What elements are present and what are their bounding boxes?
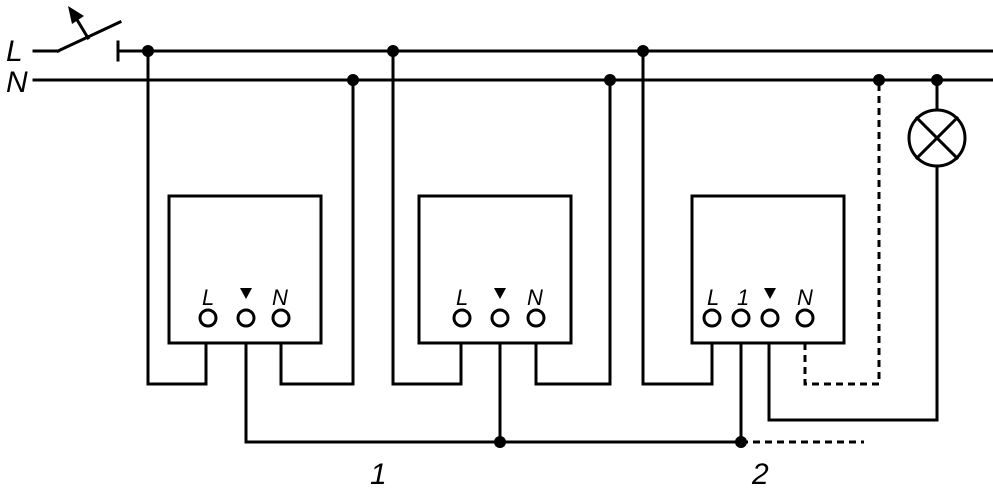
unit-3-terminal-1 [731,308,751,328]
unit-2-terminal-control [490,308,510,328]
unit-3-label-1: 1 [737,285,749,310]
unit-3-label-n: N [797,285,813,310]
junction-dot-2 [735,436,747,448]
unit-2-arrow-icon [494,288,506,299]
unit-1-terminal-n [271,308,291,328]
unit-2-terminal-n [526,308,546,328]
junction-dot-1 [494,436,506,448]
main-switch [32,6,993,62]
unit-3-terminal-n [795,308,815,328]
unit-1-arrow-icon [240,288,252,299]
unit-2-label-n: N [527,285,543,310]
unit-3-terminal-l [702,308,722,328]
unit-1-label-n: N [272,285,288,310]
phase-line-label: L [6,35,23,68]
unit-2-terminal-l [452,308,472,328]
unit-3: L 1 N [498,45,939,444]
lamp [907,74,967,168]
unit-3-label-l: L [707,285,719,310]
unit-3-arrow-icon [764,288,776,299]
unit-3-terminal-control [760,308,780,328]
caption-2: 2 [751,458,769,491]
caption-1: 1 [370,458,387,491]
unit-2-label-l: L [456,285,468,310]
unit-2: L N [387,45,616,444]
unit-1-terminal-l [198,308,218,328]
unit-1-terminal-control [236,308,256,328]
neutral-line-label: N [6,66,28,99]
switch-arrow-icon [68,6,84,24]
unit-1: L N [142,45,502,444]
unit-1-label-l: L [202,285,214,310]
